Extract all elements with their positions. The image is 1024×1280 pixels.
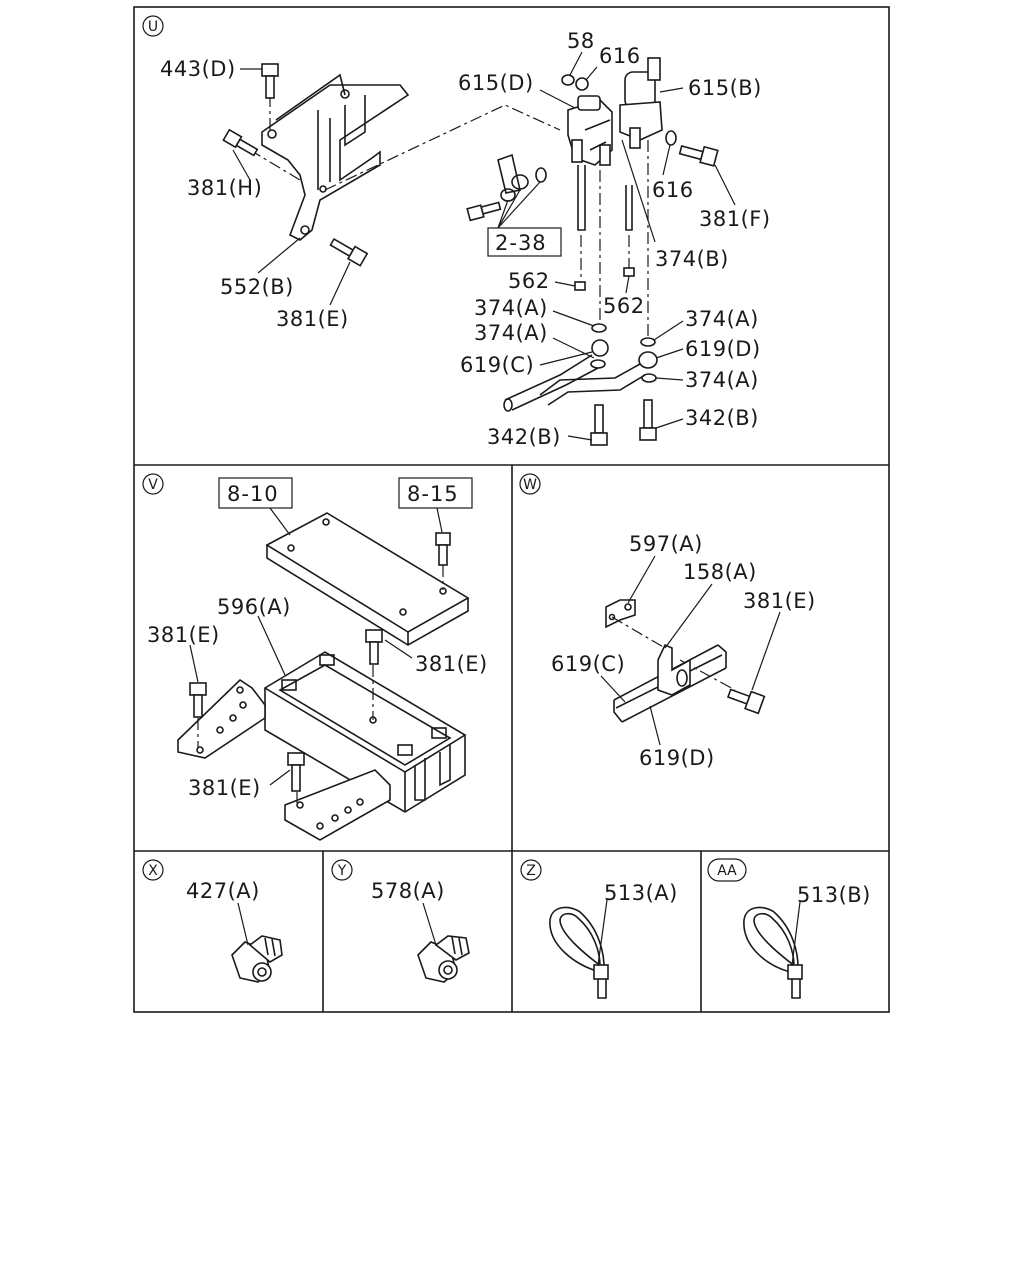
section-v-labels: 8-10 8-15 596(A) 381(E) 381(E) 381(E) [147,477,488,800]
label-374a-4: 374(A) [685,368,759,392]
section-marker-y: Y [331,859,353,881]
ref-2-38: 2-38 [495,231,547,255]
label-619d-w: 619(D) [639,746,715,770]
ref-8-10: 8-10 [227,482,279,506]
section-y-drawing [417,902,470,983]
label-597a: 597(A) [629,532,703,556]
section-w-labels: 597(A) 158(A) 381(E) 619(C) 619(D) [551,532,816,770]
label-381h: 381(H) [187,176,262,200]
label-616-top: 616 [599,44,641,68]
svg-text:V: V [148,477,158,493]
label-381e-v1: 381(E) [147,623,220,647]
label-513a: 513(A) [604,881,678,905]
section-w-drawing [605,599,766,723]
label-342b-left: 342(B) [487,425,561,449]
label-616-bottom: 616 [652,178,694,202]
ref-8-15: 8-15 [407,482,459,506]
svg-text:W: W [523,477,537,493]
section-u-labels: 443(D) 381(H) 552(B) 381(E) 58 616 615(D… [160,29,771,449]
label-374a-3: 374(A) [685,307,759,331]
label-443d: 443(D) [160,57,236,81]
section-u-leaders [232,51,736,441]
section-marker-aa: AA [707,858,747,882]
label-619c-w: 619(C) [551,652,625,676]
section-z-drawing [549,899,609,999]
section-marker-w: W [519,473,541,495]
label-619d-u: 619(D) [685,337,761,361]
label-552b: 552(B) [220,275,294,299]
label-381f: 381(F) [699,207,771,231]
label-381e-u: 381(E) [276,307,349,331]
svg-text:X: X [148,863,158,879]
label-374a-2: 374(A) [474,321,548,345]
label-578a: 578(A) [371,879,445,903]
label-374a-1: 374(A) [474,296,548,320]
section-x-drawing [231,902,283,983]
label-615d: 615(D) [458,71,534,95]
section-w-leaders [600,555,781,746]
section-v-leaders [189,507,443,786]
label-615b: 615(B) [688,76,762,100]
diagram-frame [133,6,890,1013]
label-58: 58 [567,29,595,53]
section-u-drawing [222,57,719,446]
label-342b-right: 342(B) [685,406,759,430]
label-562-right: 562 [603,294,645,318]
label-374b: 374(B) [655,247,729,271]
svg-text:Z: Z [526,863,536,879]
section-aa-drawing [743,901,803,999]
label-158a: 158(A) [683,560,757,584]
section-marker-v: V [142,473,164,495]
label-427a: 427(A) [186,879,260,903]
label-596a: 596(A) [217,595,291,619]
svg-text:AA: AA [717,863,737,879]
label-513b: 513(B) [797,883,871,907]
label-381e-w: 381(E) [743,589,816,613]
label-381e-v3: 381(E) [188,776,261,800]
svg-text:U: U [148,19,158,35]
label-619c-u: 619(C) [460,353,534,377]
section-v-drawing [177,512,470,841]
section-marker-u: U [142,15,164,37]
section-marker-x: X [142,859,164,881]
label-562-left: 562 [508,269,550,293]
section-marker-z: Z [520,859,542,881]
label-381e-v2: 381(E) [415,652,488,676]
svg-text:Y: Y [337,863,347,879]
